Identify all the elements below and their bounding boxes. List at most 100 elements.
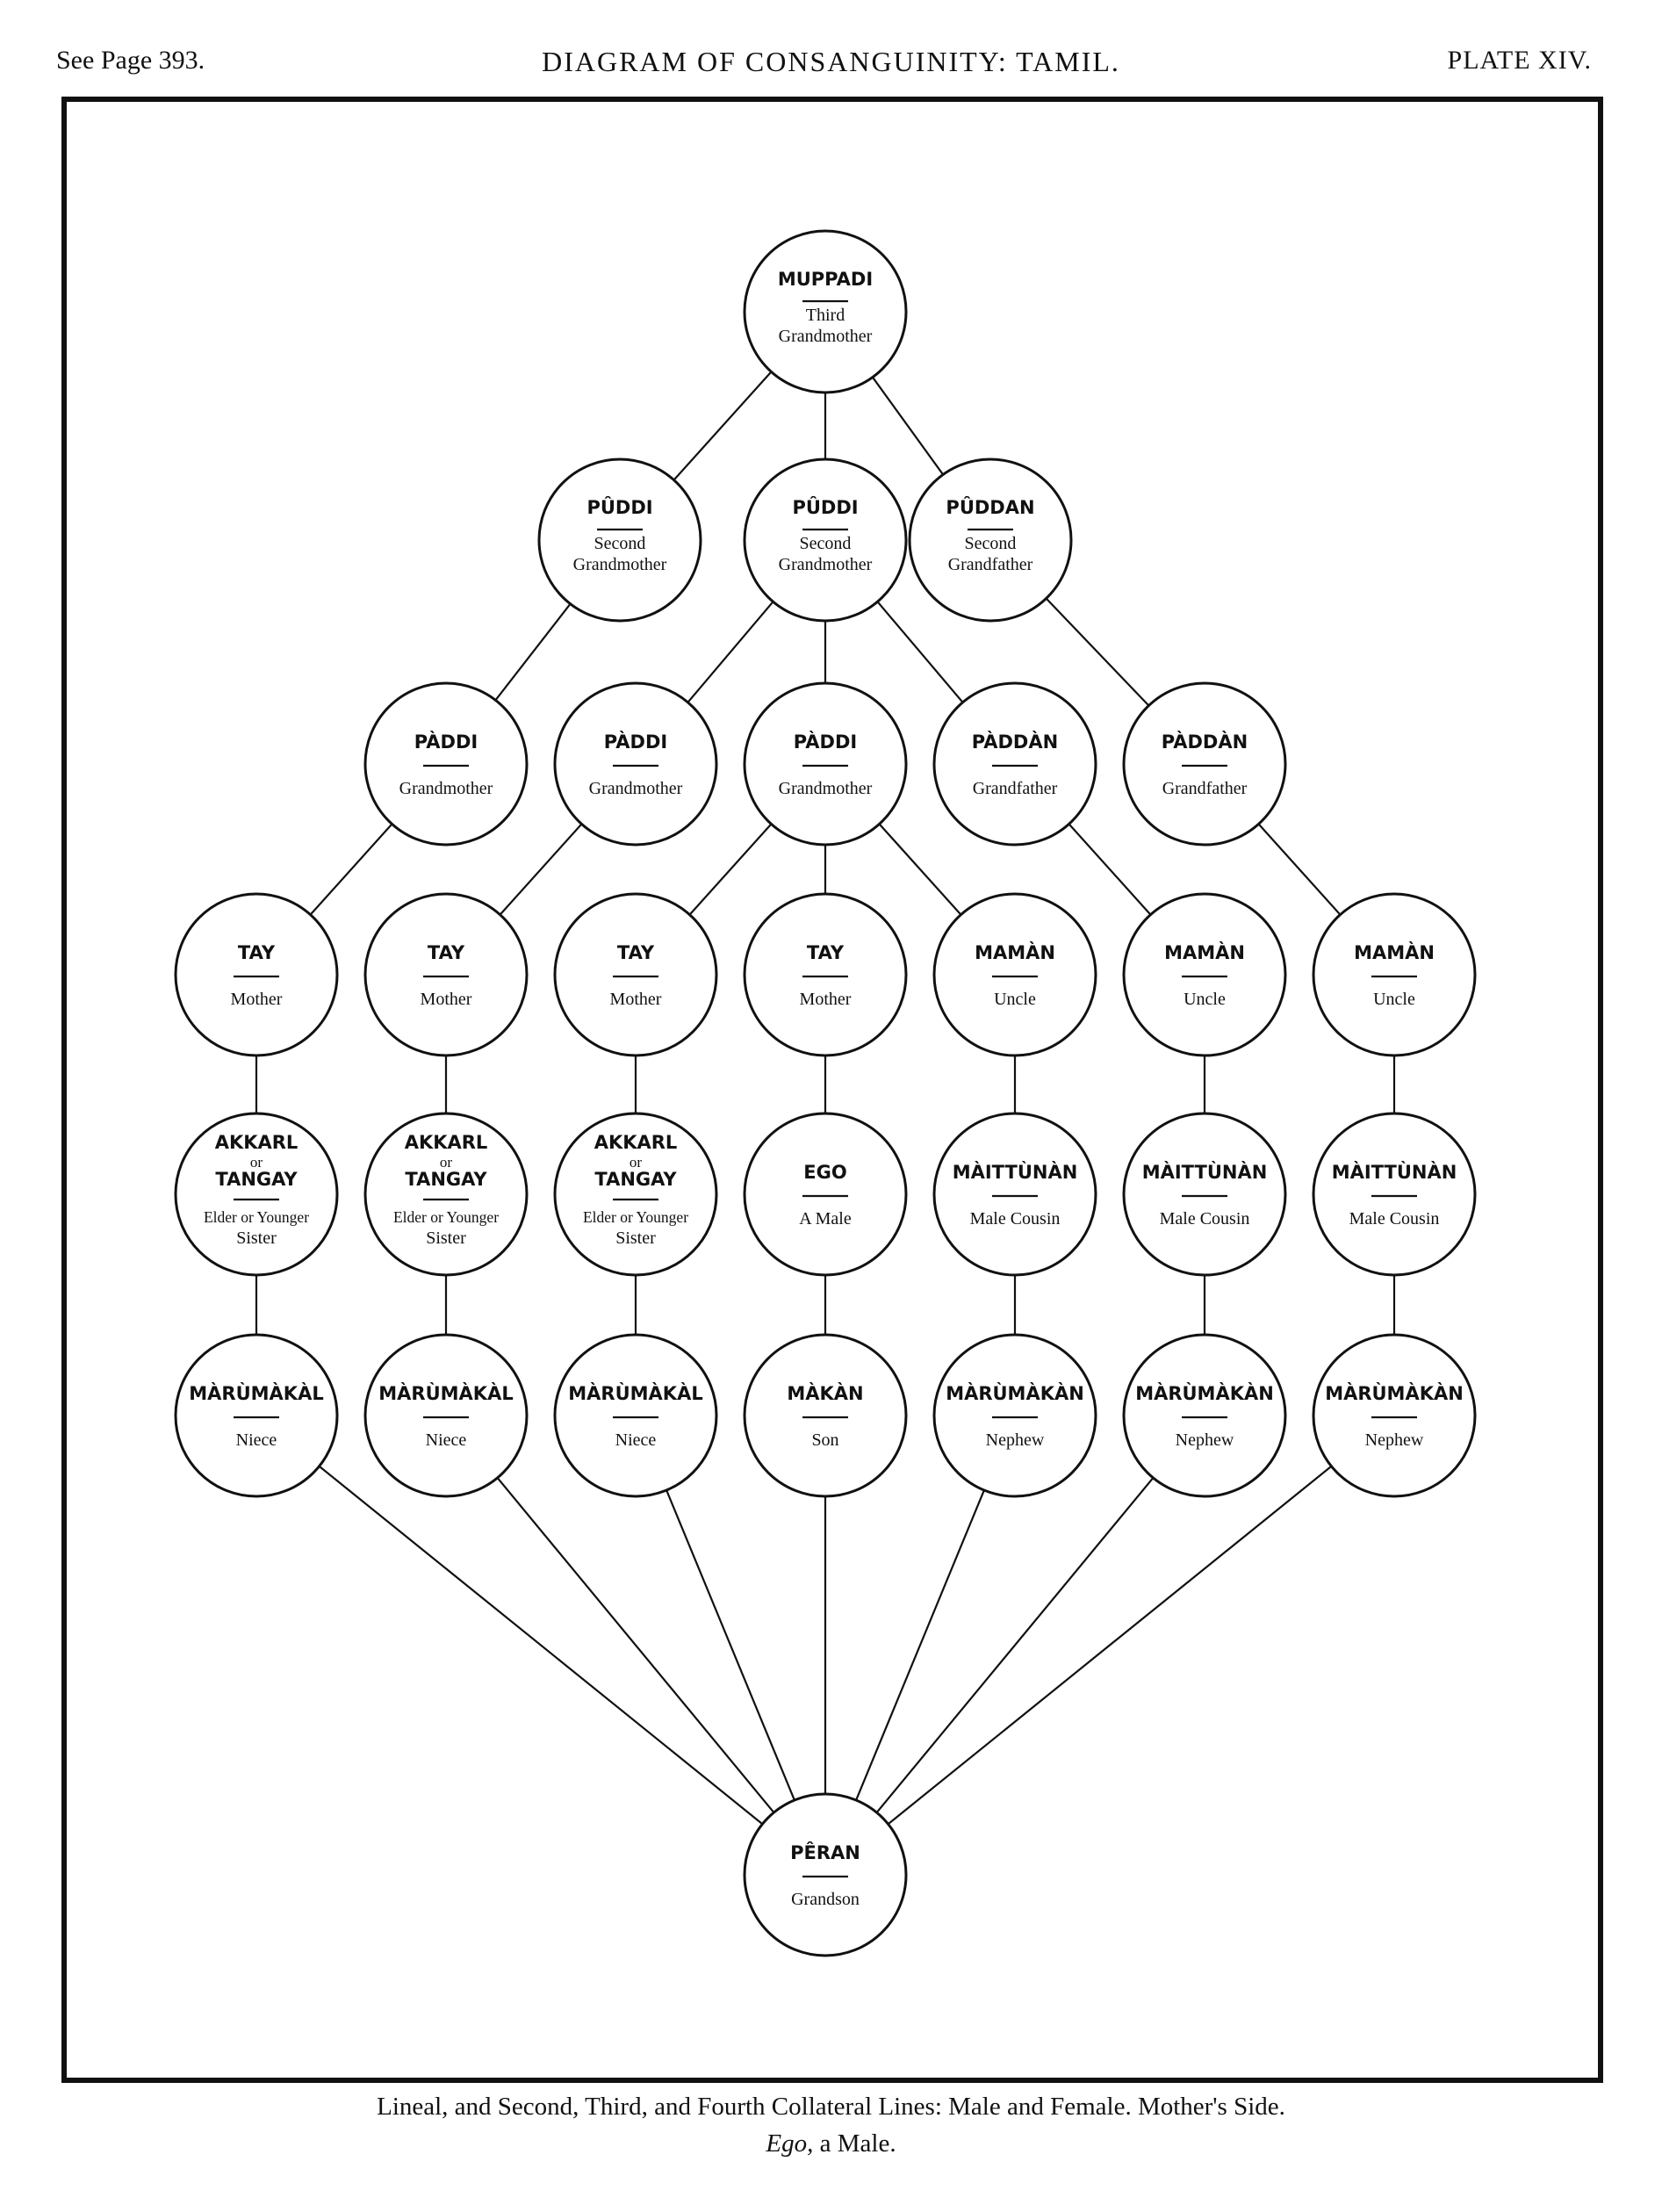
node-term: MÀRÙMÀKÀN [1325,1382,1464,1404]
node-circle [1122,1112,1287,1277]
node-relationship: Elder or Younger [204,1208,309,1226]
node-relationship: Son [811,1430,838,1450]
node-circle [174,892,339,1057]
connector-n1-n2c [872,376,944,476]
node-term: PÛDDI [792,496,858,518]
node-relationship: Second [800,534,852,553]
node-relationship: Grandmother [573,555,667,574]
node-relationship: Nephew [986,1430,1045,1450]
node-term: MÀRÙMÀKÀN [1135,1382,1274,1404]
node-circle [363,892,529,1057]
node-title-connector: or [440,1154,453,1171]
node-circle [743,1333,908,1498]
node-term: PÀDDI [414,731,478,753]
connector-n6f-n7 [875,1477,1155,1813]
node-relationship: Mother [610,990,662,1009]
connector-n2b-n3b [687,601,774,703]
node-relationship: Grandfather [973,779,1058,798]
node-relationship: Grandfather [948,555,1033,574]
node-relationship: Grandmother [779,779,873,798]
node-circle [743,892,908,1057]
node-relationship: Niece [236,1430,277,1450]
node-term: TAY [617,942,655,963]
node-relationship: Grandfather [1162,779,1248,798]
node-circle [908,458,1073,623]
connector-n6a-n7 [318,1465,764,1826]
node-term: MÀITTÙNÀN [1142,1161,1268,1183]
caption-ego: Ego, [766,2129,814,2158]
node-term: PÛDDI [586,496,652,518]
node-relationship: Uncle [1184,990,1226,1009]
connector-n6g-n7 [887,1465,1333,1826]
node-circle [553,892,718,1057]
connector-n6b-n7 [496,1477,775,1813]
connector-n2a-n3a [494,602,572,702]
node-circle [743,681,908,847]
node-circle [1122,892,1287,1057]
node-term: AKKARL [405,1132,488,1153]
node-circle [363,1333,529,1498]
node-circle [174,1333,339,1498]
node-circle [932,681,1097,847]
connector-n6c-n7 [666,1489,795,1801]
connector-n3a-n4a [309,823,393,916]
relationship-nodes: MUPPADIThirdGrandmotherPÛDDISecondGrandm… [174,229,1477,1957]
node-term: MAMÀN [975,941,1055,963]
node-term: MAMÀN [1164,941,1245,963]
node-circle [1312,1112,1477,1277]
node-relationship: Elder or Younger [583,1208,688,1226]
node-term: AKKARL [215,1132,299,1153]
node-relationship: Nephew [1365,1430,1424,1450]
kin-node-n4g: MAMÀN Uncle [1312,892,1477,1057]
node-relationship: Uncle [1373,990,1415,1009]
connector-n1-n2a [673,371,773,481]
node-relationship: Sister [426,1228,466,1248]
node-relationship: Grandson [791,1890,860,1909]
kin-node-n3c: PÀDDI Grandmother [743,681,908,847]
node-circle [1122,681,1287,847]
node-relationship: Male Cousin [1349,1209,1440,1228]
connector-n2b-n3d [876,601,964,703]
node-relationship: Third [806,306,845,325]
node-relationship: Sister [236,1228,277,1248]
node-circle [1122,1333,1287,1498]
node-term: MÀRÙMÀKÀL [378,1382,513,1404]
node-title-connector: or [630,1154,643,1171]
node-circle [174,1112,339,1277]
node-term: TANGAY [215,1169,298,1190]
connector-n2c-n3e [1045,597,1150,707]
node-relationship: A Male [799,1209,852,1228]
node-circle [932,892,1097,1057]
node-term: PÛDDAN [946,496,1034,518]
connector-n3c-n4e [878,823,962,916]
connector-n6e-n7 [855,1489,985,1801]
caption-ego-description: a Male. [813,2129,896,2158]
node-circle [743,458,908,623]
node-term: MAMÀN [1354,941,1435,963]
node-term: PÊRAN [790,1841,860,1863]
node-relationship: Mother [800,990,852,1009]
node-term: MÀRÙMÀKÀN [946,1382,1084,1404]
node-circle [537,458,702,623]
node-term: PÀDDI [604,731,667,753]
node-term: PÀDDI [794,731,857,753]
node-term: MÀITTÙNÀN [953,1161,1078,1183]
node-relationship: Male Cousin [970,1209,1061,1228]
diagram-frame [61,97,1603,2083]
node-circle [553,1112,718,1277]
node-relationship: Niece [615,1430,657,1450]
node-term: MÀRÙMÀKÀL [568,1382,702,1404]
node-circle [932,1333,1097,1498]
